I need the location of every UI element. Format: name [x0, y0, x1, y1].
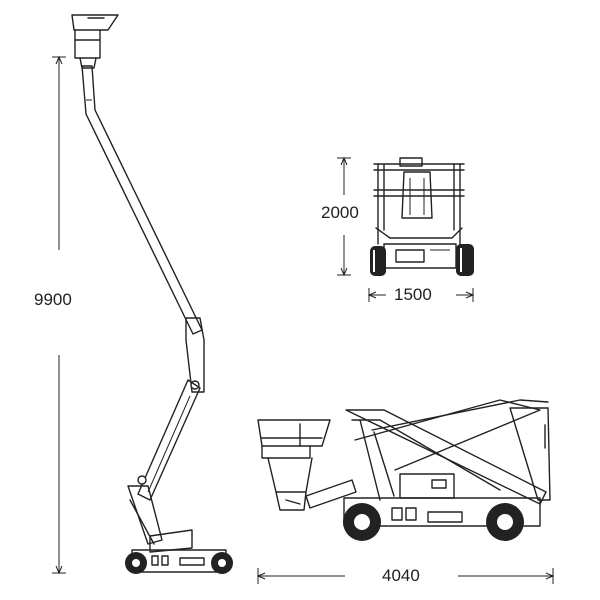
- stowed-side-view: [256, 399, 555, 584]
- lower-boom: [127, 379, 201, 545]
- stowed-height-dimension-line: [337, 156, 351, 277]
- extended-side-view: [52, 14, 233, 575]
- max-height-label: 9900: [34, 290, 72, 310]
- width-label: 1500: [394, 285, 432, 305]
- upper-boom: [81, 65, 203, 335]
- length-label: 4040: [382, 566, 420, 586]
- front-view: [337, 156, 475, 302]
- extended-basket: [71, 14, 119, 69]
- max-height-dimension-line: [52, 55, 66, 575]
- width-dimension-line: [367, 288, 475, 302]
- extended-chassis: [125, 529, 233, 574]
- length-dimension-line: [256, 568, 555, 584]
- stowed-height-label: 2000: [321, 203, 359, 223]
